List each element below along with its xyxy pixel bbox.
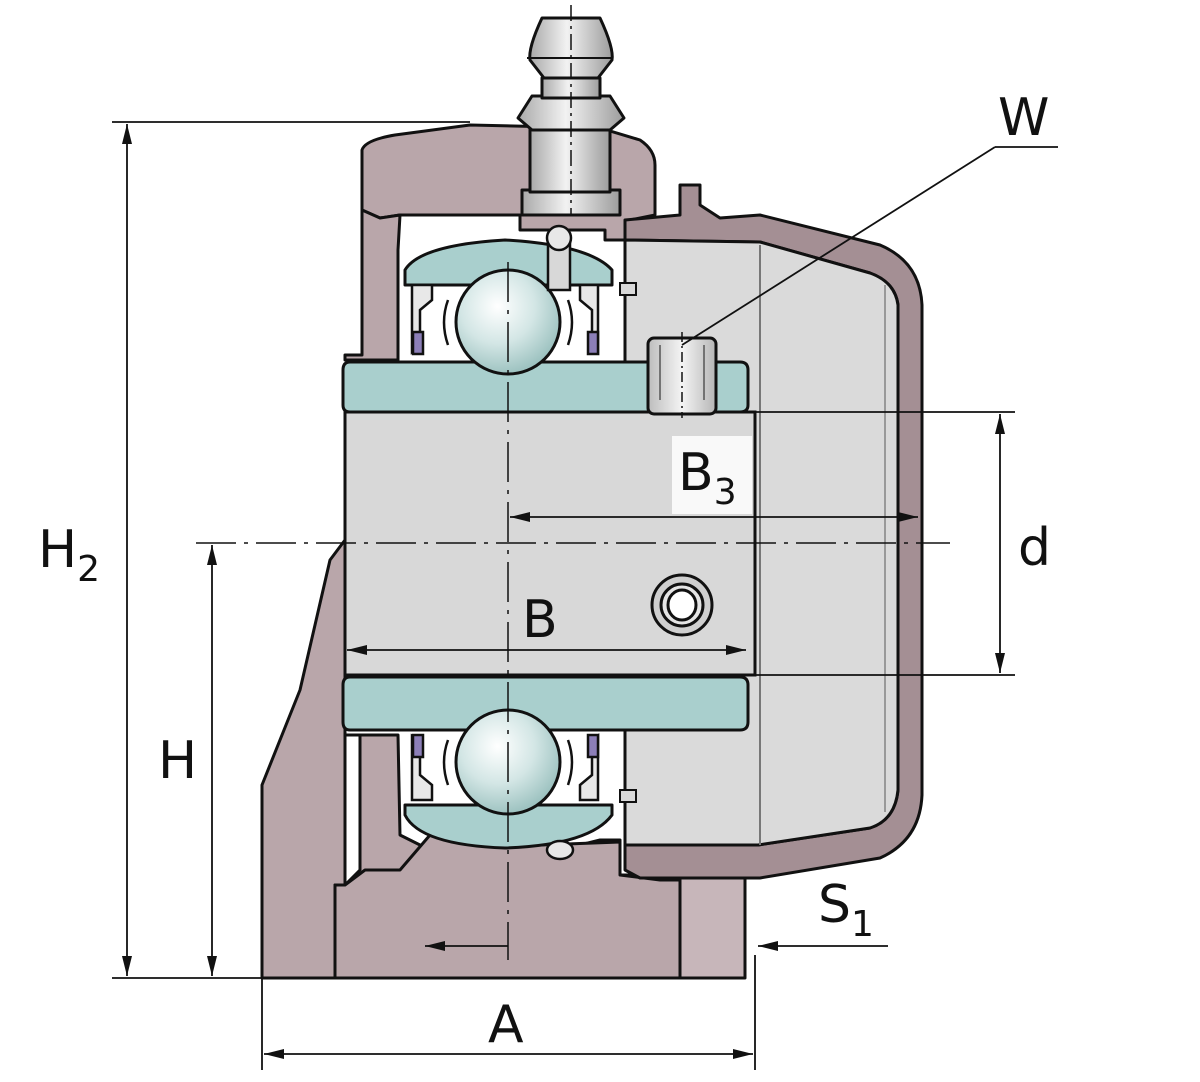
pins bbox=[619, 282, 637, 803]
label-s1: S1 bbox=[818, 875, 874, 945]
inner-ring-bottom bbox=[341, 675, 750, 732]
housing-foot bbox=[260, 538, 347, 980]
seals bbox=[410, 283, 600, 802]
label-w: W bbox=[998, 88, 1049, 148]
b3-label-bg bbox=[672, 436, 752, 514]
label-b: B bbox=[522, 590, 558, 650]
centerlines bbox=[196, 262, 950, 960]
label-h2: H2 bbox=[38, 520, 100, 590]
label-a: A bbox=[488, 995, 524, 1055]
dimension-labels: H2 H A B B3 d W S1 bbox=[38, 88, 1051, 1055]
dimension-lines bbox=[112, 121, 1058, 1070]
set-screw bbox=[646, 332, 718, 418]
label-b3: B3 bbox=[678, 443, 737, 513]
label-d: d bbox=[1018, 518, 1051, 578]
housing-left-wall bbox=[343, 208, 402, 362]
shaft-screw bbox=[650, 573, 714, 637]
grease-fitting bbox=[516, 5, 626, 217]
label-h: H bbox=[158, 731, 197, 791]
lube-channel bbox=[545, 224, 575, 861]
